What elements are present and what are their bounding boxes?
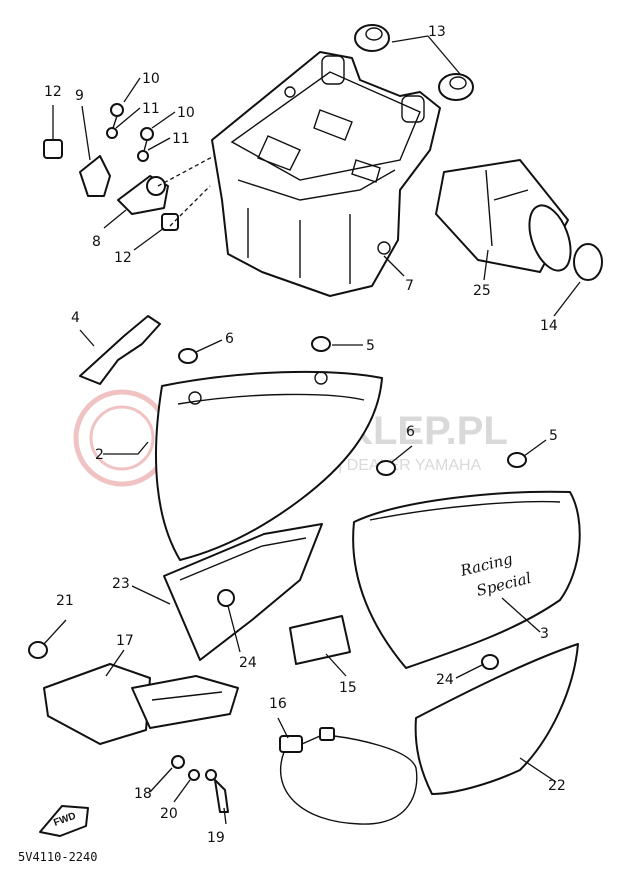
side-cover-bracket [79,315,161,385]
control-box [28,641,239,745]
watermark-logo-inner-icon [89,405,155,471]
callout-6a: 6 [225,331,234,347]
callout-14: 14 [540,318,558,334]
right-side-cover: Racing Special [352,490,581,669]
battery-box-frame [211,51,441,297]
callout-12b: 12 [114,250,132,266]
leader-lines [43,35,581,825]
callout-22: 22 [548,778,566,794]
left-side-cover [155,370,383,561]
bracket-assembly [43,103,215,231]
lower-cover-grommet [481,654,499,670]
battery-cell [435,159,572,273]
callout-23: 23 [112,576,130,592]
callout-labels: 2 3 4 5 5 6 6 7 8 9 10 10 11 11 12 12 13… [44,24,566,846]
callout-11b: 11 [172,131,190,147]
callout-21: 21 [56,593,74,609]
small-hardware [171,755,229,813]
inner-panel [163,523,323,661]
o-ring [573,243,603,281]
callout-25: 25 [473,283,491,299]
callout-5b: 5 [549,428,558,444]
wire-harness [279,727,418,825]
callout-12a: 12 [44,84,62,100]
callout-3: 3 [540,626,549,642]
callout-5a: 5 [366,338,375,354]
callout-8: 8 [92,234,101,250]
callout-20: 20 [160,806,178,822]
rubber-grommets [354,24,474,101]
diagram-code: 5V4110-2240 [18,850,97,864]
callout-18: 18 [134,786,152,802]
callout-6b: 6 [406,424,415,440]
callout-10a: 10 [142,71,160,87]
fwd-arrow-icon: FWD [39,805,89,837]
callout-24a: 24 [239,655,257,671]
callout-15: 15 [339,680,357,696]
callout-10b: 10 [177,105,195,121]
callout-7: 7 [405,278,414,294]
label-plate [289,615,351,665]
callout-2: 2 [95,447,104,463]
callout-17: 17 [116,633,134,649]
lower-cover [414,643,579,795]
callout-19: 19 [207,830,225,846]
callout-9: 9 [75,88,84,104]
callout-11a: 11 [142,101,160,117]
callout-24b: 24 [436,672,454,688]
callout-16: 16 [269,696,287,712]
callout-13: 13 [428,24,446,40]
grommets [178,336,527,476]
callout-4: 4 [71,310,80,326]
